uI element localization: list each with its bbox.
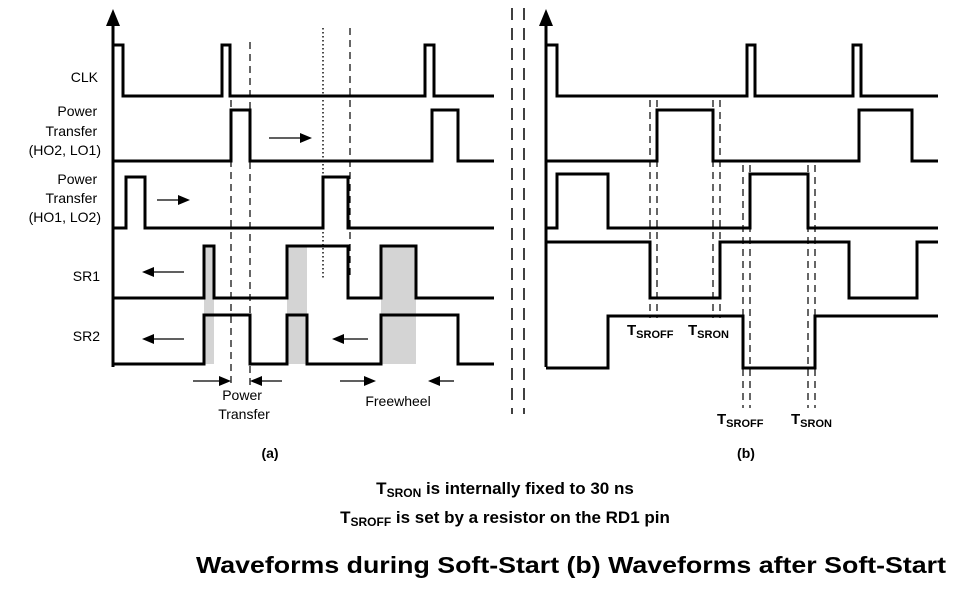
label-power-transfer-ho1-lo2: Power Transfer (HO1, LO2) [29,171,101,225]
arrow-right-ho2 [269,133,312,143]
panel-a-caption: (a) [261,445,278,461]
label-sr2: SR2 [73,328,100,344]
panel-a-axis [106,9,120,367]
panel-separator [511,8,525,414]
power-transfer-annotation: Power Transfer [218,387,270,422]
label-power-transfer-ho2-lo1: Power Transfer (HO2, LO1) [29,103,101,158]
power-transfer-ho2-lo1-waveform-b [546,108,938,163]
clk-waveform-a [113,43,494,98]
timing-notes: TSRON is internally fixed to 30 ns TSROF… [340,479,670,529]
panel-a-signal-labels: CLK Power Transfer (HO2, LO1) Power Tran… [29,69,101,344]
panel-a-arrows [142,133,454,386]
tsron-label-lower: TSRON [791,411,832,430]
panel-b-waveforms [546,43,938,370]
tsroff-label-lower: TSROFF [717,411,764,430]
tsron-label-upper: TSRON [688,322,729,341]
panel-a-annotations: Power Transfer Freewheel (a) [218,387,430,461]
panel-b-axis [539,9,553,367]
panel-b-timing-labels: TSROFF TSRON TSROFF TSRON (b) [627,322,832,461]
note-tsron: TSRON is internally fixed to 30 ns [376,479,634,500]
panel-a-waveforms [113,43,494,366]
clk-waveform-b [546,43,938,98]
panel-a-shading [204,246,416,364]
sr2-waveform-b [546,314,938,370]
panel-b-timing-guides [649,100,816,408]
arrow-left-sr1 [142,267,184,277]
arrow-left-sr2-2 [332,334,368,344]
arrow-left-sr2-1 [142,334,184,344]
note-tsroff: TSROFF is set by a resistor on the RD1 p… [340,508,670,529]
power-transfer-interval-arrows [193,376,282,386]
arrow-right-ho1 [157,195,190,205]
freewheel-interval-arrows [340,376,454,386]
power-transfer-ho1-lo2-waveform-b [546,172,938,230]
label-clk: CLK [71,69,99,85]
sr2-waveform-a [113,313,494,366]
panel-a: CLK Power Transfer (HO2, LO1) Power Tran… [29,9,494,461]
panel-b-caption: (b) [737,445,755,461]
panel-b: TSROFF TSRON TSROFF TSRON (b) [539,9,938,461]
power-transfer-ho2-lo1-waveform-a [113,108,494,163]
freewheel-annotation: Freewheel [365,393,430,409]
tsroff-label-upper: TSROFF [627,322,674,341]
label-sr1: SR1 [73,268,100,284]
sr1-waveform-a [113,244,494,300]
power-transfer-ho1-lo2-waveform-a [113,175,494,230]
sr1-waveform-b [546,240,938,300]
figure-title: Waveforms during Soft-Start (b) Waveform… [196,552,946,578]
